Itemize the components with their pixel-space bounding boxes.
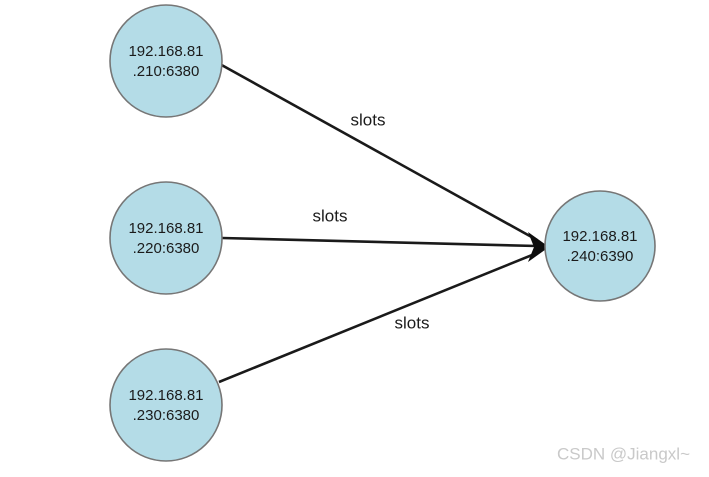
node-group: 192.168.81 .210:6380 192.168.81 .220:638… xyxy=(109,4,656,462)
node-192-168-81-240[interactable]: 192.168.81 .240:6390 xyxy=(544,190,656,302)
edge-210-to-240 xyxy=(217,61,538,242)
edge-group xyxy=(217,61,538,384)
edge-label-slots-bottom: slots xyxy=(395,313,430,332)
node-label-210-line1: 192.168.81 xyxy=(128,43,203,60)
arrow-head-icon xyxy=(528,232,549,262)
edge-230-to-240 xyxy=(218,251,538,384)
node-192-168-81-210[interactable]: 192.168.81 .210:6380 xyxy=(109,4,223,118)
node-192-168-81-230[interactable]: 192.168.81 .230:6380 xyxy=(109,348,223,462)
node-label-240-line2: .240:6390 xyxy=(567,248,634,265)
node-label-220-line2: .220:6380 xyxy=(133,240,200,257)
edge-label-slots-middle: slots xyxy=(313,206,348,225)
node-circle-210[interactable] xyxy=(109,4,223,118)
edge-label-group: slots slots slots xyxy=(313,110,430,332)
watermark: CSDN @Jiangxl~ xyxy=(557,444,690,463)
node-label-230-line2: .230:6380 xyxy=(133,407,200,424)
node-192-168-81-220[interactable]: 192.168.81 .220:6380 xyxy=(109,181,223,295)
node-circle-230[interactable] xyxy=(109,348,223,462)
node-circle-240[interactable] xyxy=(544,190,656,302)
node-label-210-line2: .210:6380 xyxy=(133,63,200,80)
node-label-220-line1: 192.168.81 xyxy=(128,220,203,237)
node-circle-220[interactable] xyxy=(109,181,223,295)
node-label-230-line1: 192.168.81 xyxy=(128,387,203,404)
node-label-240-line1: 192.168.81 xyxy=(562,228,637,245)
edge-220-to-240 xyxy=(221,236,538,248)
edge-label-slots-top: slots xyxy=(351,110,386,129)
